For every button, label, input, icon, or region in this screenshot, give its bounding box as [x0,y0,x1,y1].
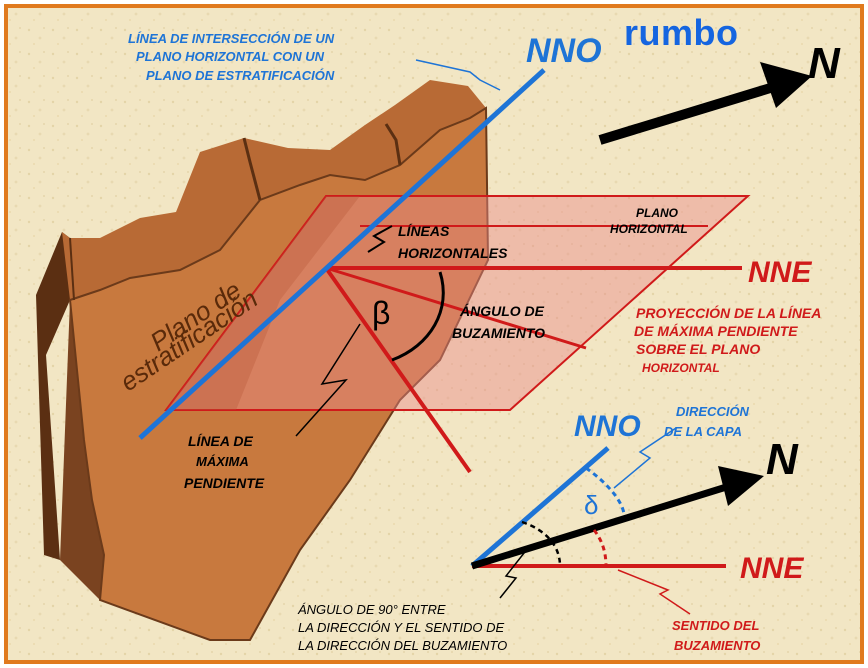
dip-angle-label-2: BUZAMIENTO [452,325,545,341]
pointer-intersection [415,59,501,91]
pointer-max-slope [295,323,361,437]
max-slope-label-1: LÍNEA DE [188,433,253,449]
max-slope-label-2: MÁXIMA [196,454,249,469]
horizontal-plane [164,195,751,411]
north-bottom-label: N [766,435,799,484]
layer-direction-label-2: DE LA CAPA [664,424,742,439]
dip-sense-label-2: BUZAMIENTO [674,638,760,653]
right-angle-arc [521,520,562,567]
compass-nno-line [470,446,610,568]
projection-label-3: SOBRE EL PLANO [636,341,760,357]
nne-bottom-label: NNE [740,552,804,585]
pointer-horizontal-lines [367,225,393,253]
strike-line [138,68,546,440]
delta-arc [585,466,626,515]
projection-label-4: HORIZONTAL [642,361,720,375]
intersection-label-line-3: PLANO DE ESTRATIFICACIÓN [146,68,335,83]
horizontal-lines-label-2: HORIZONTALES [398,245,508,261]
right-angle-label-3: LA DIRECCIÓN DEL BUZAMIENTO [298,638,507,653]
dip-sense-arc [592,529,608,567]
pointer-right-angle [499,547,529,599]
beta-arc [391,271,445,362]
beta-symbol: β [372,295,390,331]
north-arrow-top [598,77,792,145]
compass-north-arrow [470,480,738,570]
max-slope-line [324,266,472,474]
horizontal-plane-label-2: HORIZONTAL [610,222,688,236]
horizontal-plane-label-1: PLANO [636,206,679,220]
right-angle-label-1: ÁNGULO DE 90° ENTRE [297,602,446,617]
nno-bottom-label: NNO [574,410,641,443]
horizontal-lines-label-1: LÍNEAS [398,223,450,239]
right-angle-label-2: LA DIRECCIÓN Y EL SENTIDO DE [298,620,504,635]
layer-direction-label-1: DIRECCIÓN [676,404,750,419]
nno-top-label: NNO [526,32,602,70]
compass-north-arrowhead [718,466,764,506]
projection-label-1: PROYECCIÓN DE LA LÍNEA [636,304,821,321]
rumbo-title: rumbo [624,12,739,53]
max-slope-label-3: PENDIENTE [184,475,265,491]
projection-line [325,266,587,350]
intersection-label-line-2: PLANO HORIZONTAL CON UN [136,49,325,64]
pointer-layer-direction [613,427,677,489]
nne-mid-label: NNE [748,256,812,289]
dip-angle-label-1: ÁNGULO DE [459,303,545,319]
pointer-dip-sense [617,569,691,615]
intersection-label-line-1: LÍNEA DE INTERSECCIÓN DE UN [128,31,335,46]
delta-symbol: δ [584,490,598,520]
north-top-label: N [808,39,841,88]
dip-sense-label-1: SENTIDO DEL [672,618,759,633]
projection-label-2: DE MÁXIMA PENDIENTE [634,323,798,339]
north-arrowhead-top [760,62,812,108]
